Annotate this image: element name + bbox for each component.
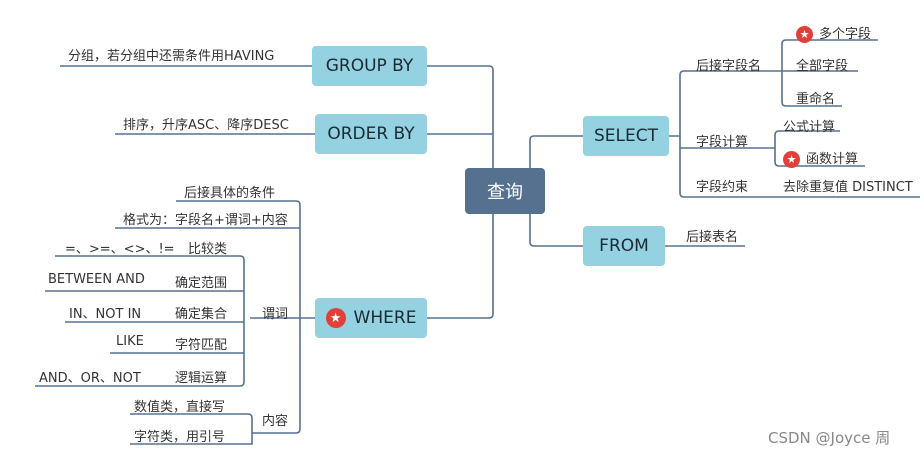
content-item-2: 字符类，用引号 — [134, 430, 226, 445]
select-fields: 后接字段名 — [696, 59, 762, 74]
star-icon: ★ — [783, 151, 800, 168]
topic-from[interactable]: FROM — [583, 226, 665, 266]
topic-order-by[interactable]: ORDER BY — [315, 114, 427, 154]
star-icon: ★ — [796, 26, 813, 43]
calc-item-function: ★函数计算 — [783, 148, 858, 168]
field-item-all: 全部字段 — [796, 59, 849, 74]
order-by-note: 排序，升序ASC、降序DESC — [123, 118, 289, 133]
content-item-1: 数值类，直接写 — [134, 400, 226, 415]
group-by-note: 分组，若分组中还需条件用HAVING — [68, 49, 275, 64]
where-condition: 后接具体的条件 — [184, 186, 276, 201]
predicate-name-3: 确定集合 — [175, 307, 228, 322]
field-item-rename: 重命名 — [796, 92, 836, 107]
constraint-item: 去除重复值 DISTINCT — [783, 180, 913, 195]
select-calc: 字段计算 — [696, 135, 749, 150]
field-item-multi: ★多个字段 — [796, 23, 871, 43]
predicate-ops-4: LIKE — [116, 334, 144, 349]
content-label: 内容 — [262, 414, 289, 429]
select-constraint: 字段约束 — [696, 180, 749, 195]
predicate-ops-1: =、>=、<>、!= — [65, 242, 175, 257]
calc-item-formula: 公式计算 — [783, 120, 836, 135]
from-note: 后接表名 — [686, 230, 739, 245]
predicate-name-2: 确定范围 — [175, 276, 228, 291]
predicate-name-4: 字符匹配 — [175, 338, 228, 353]
topic-where[interactable]: ★WHERE — [315, 298, 427, 338]
watermark: CSDN @Joyce 周 — [768, 429, 891, 447]
topic-select[interactable]: SELECT — [583, 116, 669, 156]
predicate-name-1: 比较类 — [188, 242, 228, 257]
where-format: 格式为：字段名+谓词+内容 — [123, 213, 288, 228]
predicate-name-5: 逻辑运算 — [175, 371, 228, 386]
topic-group-by[interactable]: GROUP BY — [312, 46, 427, 86]
star-icon: ★ — [325, 308, 346, 328]
predicate-ops-5: AND、OR、NOT — [39, 371, 141, 386]
predicate-label: 谓词 — [262, 307, 289, 322]
root-node[interactable]: 查询 — [465, 168, 545, 214]
predicate-ops-2: BETWEEN AND — [48, 272, 145, 287]
predicate-ops-3: IN、NOT IN — [69, 307, 142, 322]
